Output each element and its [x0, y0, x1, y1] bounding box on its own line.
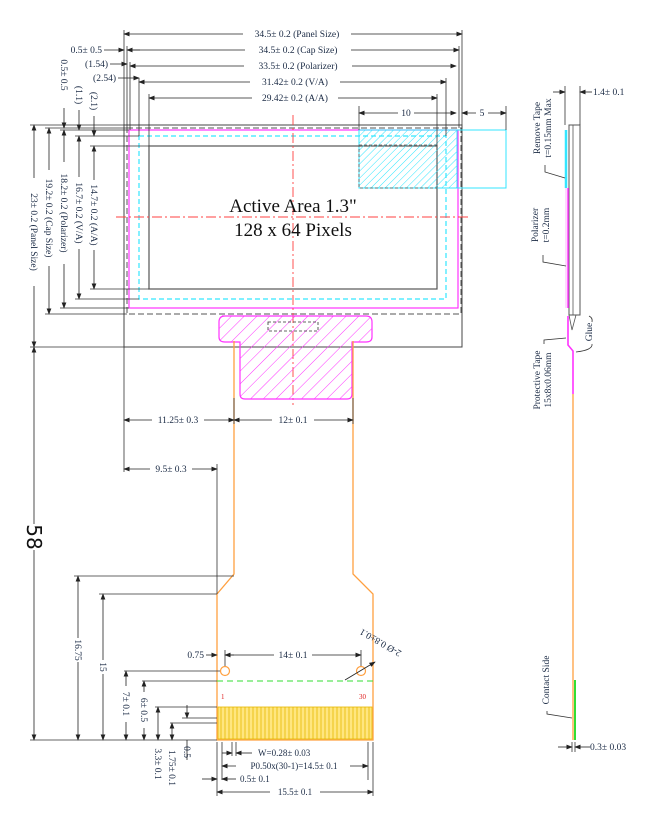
- dim-offset-polarizer: (1.54): [85, 59, 108, 70]
- dim-hole-spacing: 14± 0.1: [279, 651, 308, 661]
- dim-pad-inner: 1.75± 0.1: [166, 750, 176, 786]
- left-dimensions: 23± 0.2 (Panel Size) 19.2± 0.2 (Cap Size…: [22, 59, 217, 741]
- cap-outline: [126, 127, 462, 315]
- dim-height-16-75: 16.75: [72, 639, 82, 661]
- dim-total-width: 15.5± 0.1: [278, 787, 312, 797]
- dim-cap-width: 34.5± 0.2 (Cap Size): [259, 45, 338, 56]
- dim-pad-edge: 0.5: [181, 746, 191, 758]
- dim-offset-v3: (2.1): [88, 92, 99, 110]
- side-fpc-thickness: 0.3± 0.03: [590, 743, 626, 753]
- dim-panel-width: 34.5± 0.2 (Panel Size): [255, 29, 340, 40]
- label-remove-tape: Remove Tape: [533, 102, 543, 154]
- dim-pad-height: 3.3± 0.1: [152, 748, 162, 780]
- dim-offset-v1: 0.5± 0.5: [58, 59, 68, 91]
- side-view: 1.4± 0.1 Remove Tape t=0.15mm Max Polari…: [531, 86, 626, 753]
- fpc-hole-right: [355, 665, 367, 677]
- dim-offset-cap: 0.5± 0.5: [71, 46, 103, 56]
- view-area-outline: [138, 135, 447, 300]
- dim-hole-diameter: 2-Ø 0.8±0.1: [358, 626, 403, 658]
- side-protective-tape: [567, 316, 574, 394]
- fpc-hole-left: [219, 665, 231, 677]
- label-protective-tape-size: 15x8x0.06mm: [544, 352, 554, 408]
- dim-hole-height: 7± 0.1: [120, 692, 130, 716]
- active-area-title: Active Area 1.3": [229, 196, 357, 217]
- top-dimensions: 34.5± 0.2 (Panel Size) 34.5± 0.2 (Cap Si…: [71, 27, 507, 146]
- contact-pads: [217, 706, 373, 740]
- driver-ic: [267, 321, 319, 332]
- side-glass: [568, 124, 581, 316]
- dim-height-15: 15: [97, 662, 107, 672]
- pin-1-label: 1: [221, 693, 225, 701]
- label-protective-tape: Protective Tape: [533, 350, 543, 409]
- dim-va-width: 31.42± 0.2 (V/A): [262, 77, 328, 88]
- label-contact-side: Contact Side: [542, 656, 552, 705]
- dim-hole-offset: 0.75: [187, 651, 204, 661]
- pin-30-label: 30: [359, 693, 367, 701]
- dim-va-height: 16.7± 0.2 (V/A): [73, 182, 84, 243]
- dim-fpc-width: 12± 0.1: [279, 416, 308, 426]
- label-remove-tape-thickness: t=0.15mm Max: [544, 98, 554, 157]
- dim-aa-width: 29.42± 0.2 (A/A): [262, 93, 328, 104]
- dim-edge-offset: 0.5± 0.1: [240, 774, 270, 784]
- dim-offset-v2: (1.1): [73, 86, 84, 104]
- dim-aa-height: 14.7± 0.2 (A/A): [88, 184, 99, 245]
- side-thickness: 1.4± 0.1: [593, 88, 625, 98]
- label-polarizer-thickness: t=0.2mm: [542, 207, 552, 242]
- ic-bond-region: [218, 315, 373, 400]
- dim-offset-va: (2.54): [93, 73, 116, 84]
- dim-pitch: P0.50x(30-1)=14.5± 0.1: [250, 761, 337, 771]
- dim-polarizer-height: 18.2± 0.2 (Polarizer): [58, 173, 69, 252]
- remove-tape-tab: [456, 129, 507, 189]
- dim-stiffener-height: 6± 0.5: [138, 698, 148, 722]
- dim-pin-width: W=0.28± 0.03: [258, 748, 311, 758]
- fpc-outline: [216, 341, 374, 741]
- dim-cap-height: 19.2± 0.2 (Cap Size): [43, 179, 54, 258]
- remove-tape-hatch: [358, 129, 458, 189]
- polarizer-outline: [128, 129, 459, 309]
- dim-tape-width: 10: [401, 109, 411, 119]
- dim-fpc-left-offset: 11.25± 0.3: [158, 416, 199, 426]
- dim-polarizer-width: 33.5± 0.2 (Polarizer): [258, 61, 337, 72]
- dim-tape-overhang: 5: [480, 109, 485, 119]
- label-polarizer: Polarizer: [531, 207, 541, 242]
- front-view: Active Area 1.3" 128 x 64 Pixels 1 30: [116, 115, 507, 741]
- tape-inner-dash: [358, 144, 438, 189]
- pixel-resolution: 128 x 64 Pixels: [234, 220, 352, 241]
- dim-overall-length: 58: [22, 524, 46, 549]
- dim-fpc-narrow-offset: 9.5± 0.3: [155, 465, 187, 475]
- dim-panel-height: 23± 0.2 (Panel Size): [28, 193, 39, 271]
- label-glue: Glue: [585, 323, 595, 341]
